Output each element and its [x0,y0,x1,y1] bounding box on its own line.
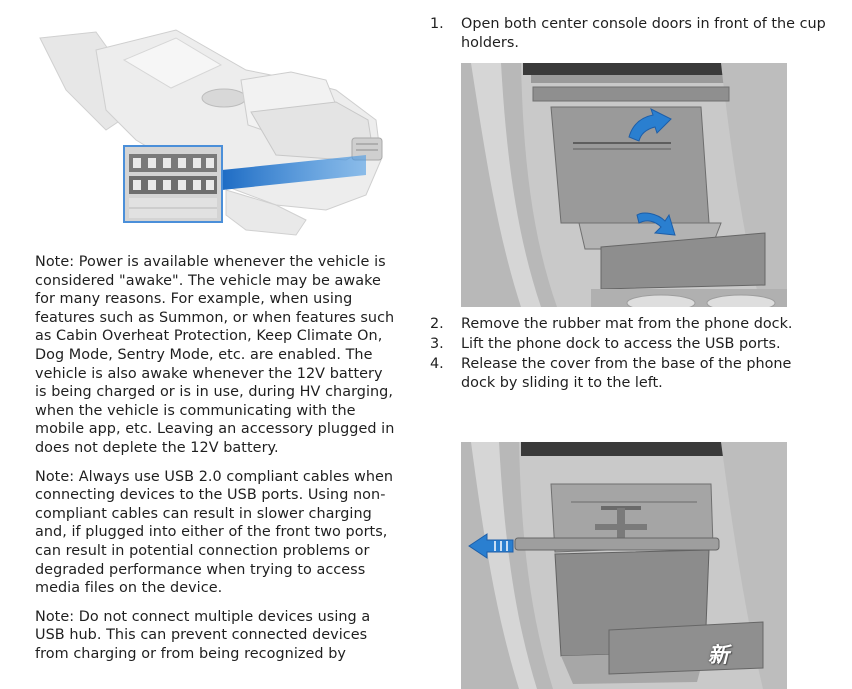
center-console-illustration [39,29,383,236]
step-number: 4. [430,356,444,373]
step-list-middle: 2. Remove the rubber mat from the phone … [430,315,830,394]
step-3: 3. Lift the phone dock to access the USB… [430,335,830,354]
notes-column: Note: Power is available whenever the ve… [35,253,397,673]
step-1: 1. Open both center console doors in fro… [430,15,830,52]
step-text: Lift the phone dock to access the USB po… [461,336,781,353]
note-usb-cables: Note: Always use USB 2.0 compliant cable… [35,468,394,597]
note-usb-hub: Note: Do not connect multiple devices us… [35,608,371,662]
watermark: 新 [708,643,729,667]
step-list-top: 1. Open both center console doors in fro… [430,15,830,54]
step-text: Remove the rubber mat from the phone doc… [461,316,793,332]
step-2: 2. Remove the rubber mat from the phone … [430,315,830,334]
step-number: 3. [430,336,444,353]
note-awake-power: Note: Power is available whenever the ve… [35,254,395,456]
step-number: 1. [430,16,444,32]
step-number: 2. [430,316,444,332]
step-text: Release the cover from the base of the p… [461,356,792,391]
photo-release-dock-cover: 新 [461,442,787,689]
photo-open-console-doors [461,63,787,307]
step-text: Open both center console doors in front … [461,16,826,51]
step-4: 4. Release the cover from the base of th… [430,355,830,392]
